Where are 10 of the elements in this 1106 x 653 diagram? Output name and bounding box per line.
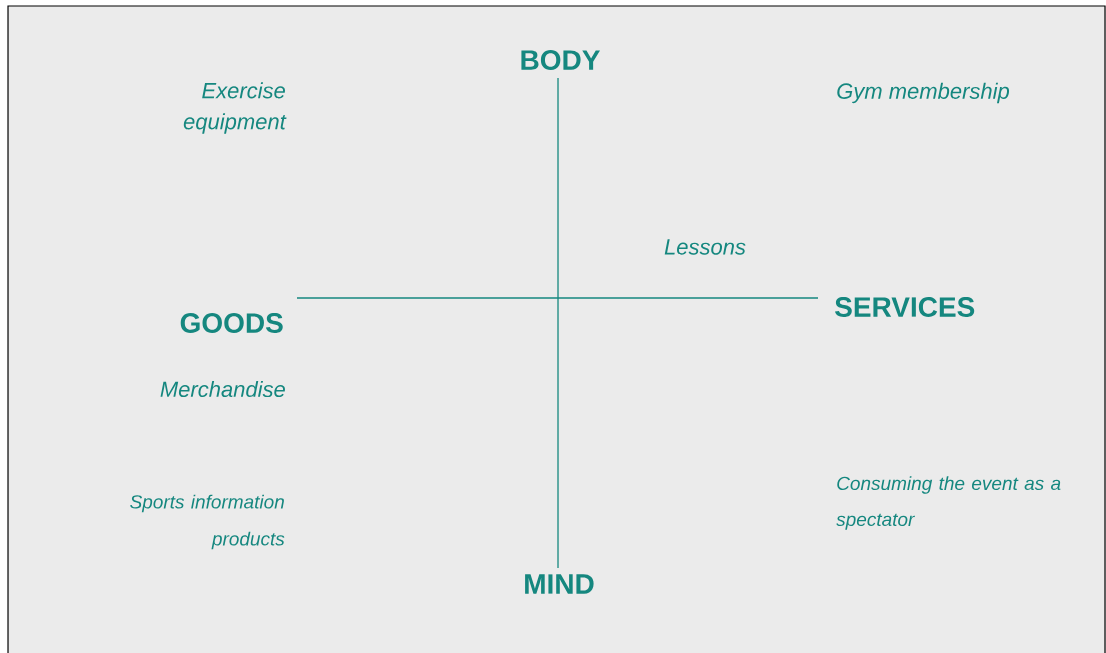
category-label: Gym membership <box>837 82 1010 104</box>
axis-label: GOODS <box>180 313 283 333</box>
category-label: Lessons <box>664 239 746 255</box>
axis-label: BODY <box>521 50 600 70</box>
axis-label: SERVICES <box>835 297 975 317</box>
category-label: Consuming the event as a spectator <box>836 476 1061 530</box>
category-label: Exercise equipment <box>183 82 287 134</box>
category-label: Sports information products <box>130 494 285 550</box>
axis-label: MIND <box>525 574 594 594</box>
category-label: Merchandise <box>160 380 285 398</box>
